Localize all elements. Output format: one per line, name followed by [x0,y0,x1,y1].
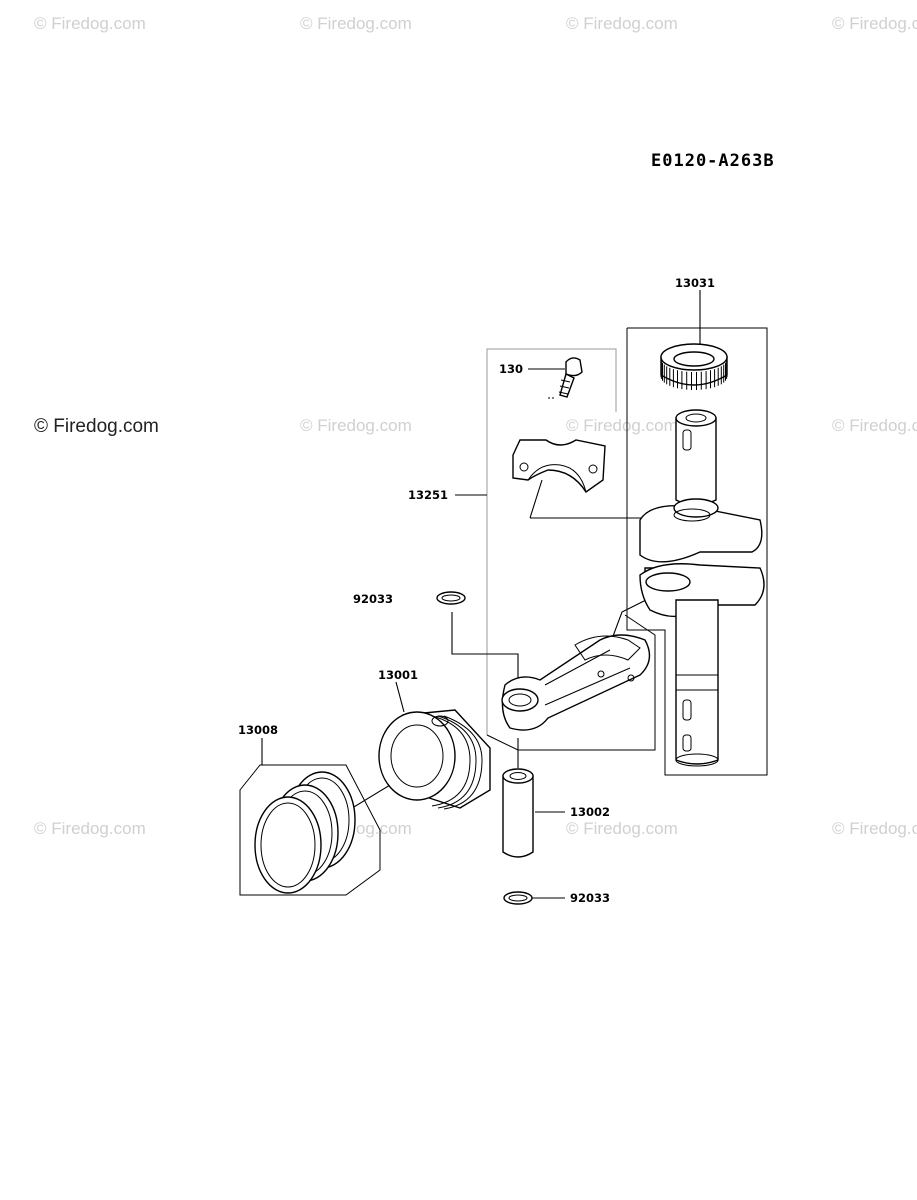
part-number-13251: 13251 [408,488,448,502]
watermark: © Firedog.com [566,14,678,33]
crankshaft-gear [660,343,728,390]
part-number-13008: 13008 [238,723,278,737]
piston-ring-set [254,771,356,894]
crankshaft [639,409,765,767]
crankshaft-group-box [626,327,768,776]
part-number-13002: 13002 [570,805,610,819]
watermark: © Firedog.com [832,416,917,435]
leader-bearing-cap [529,479,543,519]
part-number-92033-bottom: 92033 [570,891,610,905]
part-number-130: 130 [499,362,523,376]
leader-13001 [395,681,405,713]
part-number-13031: 13031 [675,276,715,290]
conrod-group-box-lower [486,614,656,751]
piston-pin [502,768,534,858]
circlip-bottom [503,891,533,905]
part-number-92033-top: 92033 [353,592,393,606]
watermark: © Firedog.com [566,819,678,838]
watermark: © Firedog.com [832,14,917,33]
bearing-cap [512,439,606,493]
ring-set-group-box [239,764,381,896]
watermark: © Firedog.com [34,819,146,838]
circlip-top [436,591,466,605]
watermark-prominent: © Firedog.com [34,416,159,437]
watermark: © Firedog.com [832,819,917,838]
conrod-group-box [486,348,617,735]
part-number-13001: 13001 [378,668,418,682]
watermark: © Firedog.com [300,14,412,33]
bolt [558,357,583,398]
watermark: © Firedog.com [300,416,412,435]
connecting-rod [501,634,651,731]
piston [378,709,491,810]
watermark: © Firedog.com [566,416,678,435]
watermark: © Firedog.com [34,14,146,33]
diagram-code: E0120-A263B [651,151,775,171]
leader-92033-top [451,612,519,690]
